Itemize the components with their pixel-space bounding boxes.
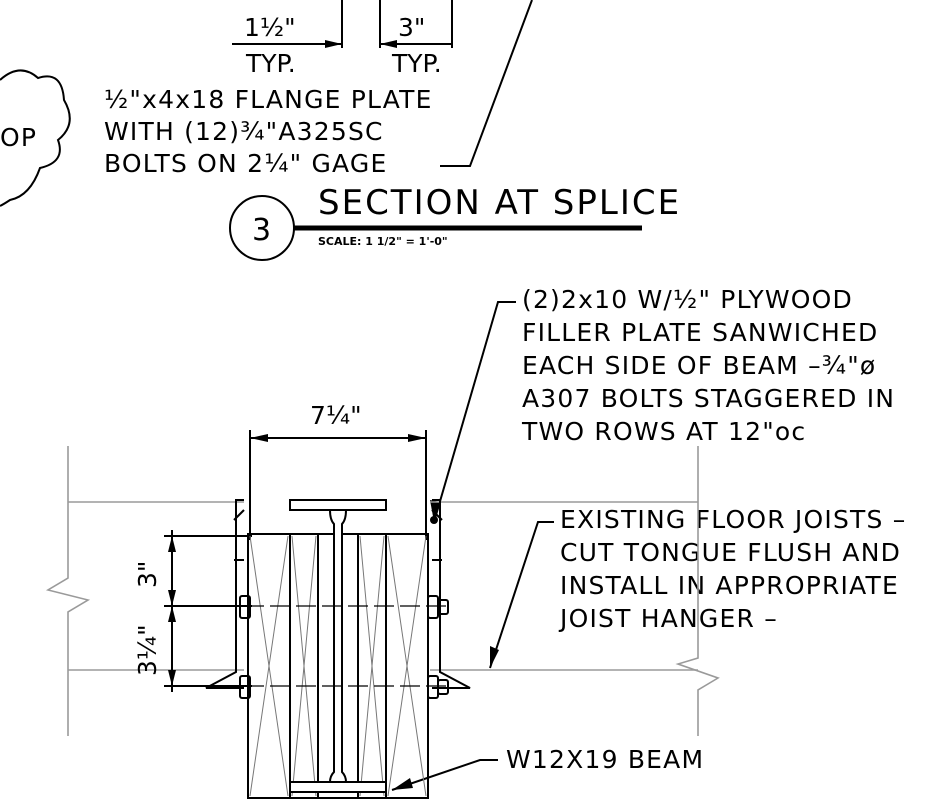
joists-note-line-3: INSTALL IN APPROPRIATE	[560, 571, 899, 600]
beam-note: W12X19 BEAM	[391, 745, 704, 791]
flange-note-line-2: WITH (12)¾"A325SC	[104, 117, 384, 146]
steel-i-beam	[289, 499, 387, 793]
flange-note-line-1: ½"x4x18 FLANGE PLATE	[104, 85, 433, 114]
vertical-dim-bottom-text: 3¼"	[133, 624, 162, 676]
beam-note-text: W12X19 BEAM	[506, 745, 704, 774]
left-break-line	[45, 446, 91, 736]
joists-leader	[489, 521, 554, 669]
flange-note-leader	[440, 0, 533, 167]
width-dimension: 7¼"	[249, 401, 427, 540]
width-dimension-text: 7¼"	[310, 401, 362, 430]
joists-note: EXISTING FLOOR JOISTS – CUT TONGUE FLUSH…	[489, 505, 906, 669]
plywood-note-line-2: FILLER PLATE SANWICHED	[522, 318, 878, 347]
nail-mark	[430, 516, 438, 524]
wood-members	[247, 533, 429, 799]
left-dimension-text: 1½"	[244, 13, 296, 42]
vertical-dim-top-text: 3"	[133, 561, 162, 588]
plywood-note-line-1: (2)2x10 W/½" PLYWOOD	[522, 285, 853, 314]
section-title-block: 3 SECTION AT SPLICE SCALE: 1 1/2" = 1'-0…	[229, 183, 681, 261]
plywood-note-line-4: A307 BOLTS STAGGERED IN	[522, 384, 895, 413]
left-typ-text: TYP.	[245, 49, 296, 78]
plywood-note-line-3: EACH SIDE OF BEAM –¾"ø	[522, 351, 876, 380]
flange-note-line-3: BOLTS ON 2¼" GAGE	[104, 149, 387, 178]
plywood-note: (2)2x10 W/½" PLYWOOD FILLER PLATE SANWIC…	[430, 285, 895, 523]
right-dimension-text: 3"	[398, 13, 425, 42]
splice-dimension-group: 1½" TYP. 3" TYP.	[232, 0, 453, 78]
joists-note-line-2: CUT TONGUE FLUSH AND	[560, 538, 901, 567]
right-break-line	[675, 446, 720, 736]
revision-cloud: OP	[0, 69, 71, 207]
section-number: 3	[252, 213, 271, 248]
bolts	[239, 595, 449, 699]
section-title-text: SECTION AT SPLICE	[318, 183, 681, 223]
existing-floor-joists	[45, 446, 720, 736]
beam-leader	[391, 759, 498, 791]
plywood-leader	[433, 301, 516, 523]
section-scale-text: SCALE: 1 1/2" = 1'-0"	[318, 235, 448, 248]
cloud-fragment-text: OP	[0, 123, 37, 152]
joists-note-line-4: JOIST HANGER –	[558, 604, 778, 633]
vertical-dimensions: 3" 3¼"	[133, 530, 252, 692]
flange-plate-note: ½"x4x18 FLANGE PLATE WITH (12)¾"A325SC B…	[104, 0, 533, 178]
plywood-note-line-5: TWO ROWS AT 12"oc	[521, 417, 806, 446]
right-typ-text: TYP.	[391, 49, 442, 78]
joist-hangers	[205, 499, 471, 689]
joists-note-line-1: EXISTING FLOOR JOISTS –	[560, 505, 906, 534]
